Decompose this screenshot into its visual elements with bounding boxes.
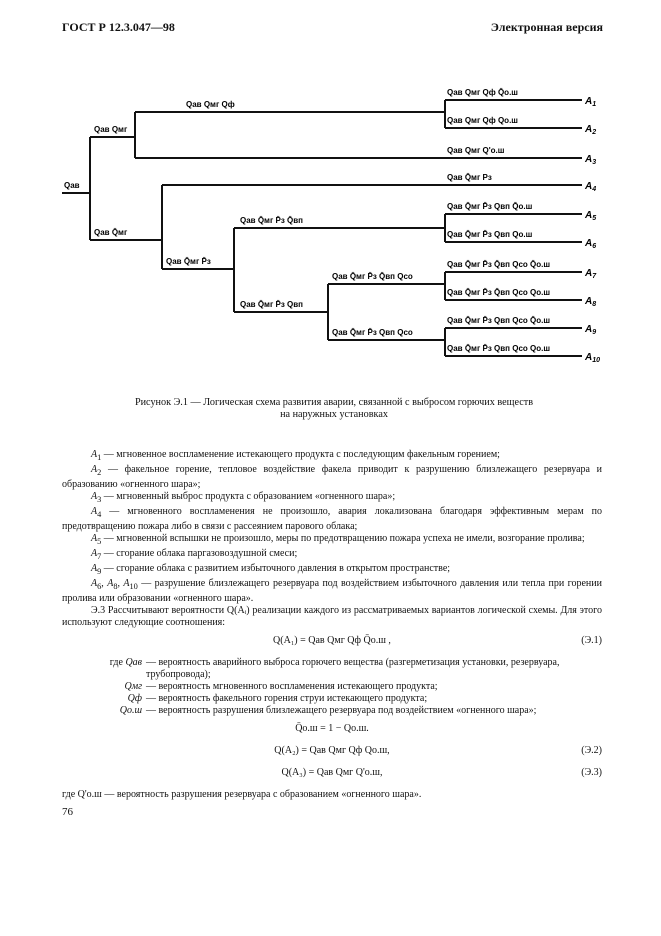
paragraph-a3: A3 — мгновенный выброс продукта с образо… <box>91 491 396 504</box>
caption-line-2: на наружных установках <box>280 409 388 420</box>
tree-lines <box>62 99 582 357</box>
leaf-label-a6: Qав Q̄мг P̄з Qвп Qо.ш <box>447 230 533 239</box>
paragraph-a9: A9 — сгорание облака с развитием избыточ… <box>91 563 451 576</box>
document-code: ГОСТ Р 12.3.047—98 <box>62 20 175 34</box>
leaf-label-a5: Qав Q̄мг P̄з Qвп Q̄о.ш <box>447 202 533 211</box>
leaf-id-a3: A3 <box>584 154 596 166</box>
leaf-label-a7: Qав Q̄мг P̄з Q̄вп Qсо Q̄о.ш <box>447 260 550 269</box>
paragraph-a6: A6, A8, A10 — разрушение близлежащего ре… <box>62 578 602 604</box>
paragraph-a2: A2 — факельное горение, тепловое воздейс… <box>62 464 603 490</box>
leaf-label-a1: Qав Qмг Qф Q̄о.ш <box>447 88 518 97</box>
leaf-label-a10: Qав Q̄мг P̄з Qвп Qсо Qо.ш <box>447 344 550 353</box>
formula-e2: Q(A₂) = Qав Qмг Qф Qо.ш, (Э.2) <box>274 745 602 756</box>
node-label-n6: Qав Q̄мг P̄з Qвп <box>240 300 303 309</box>
edition-label: Электронная версия <box>490 20 603 34</box>
leaf-id-a10: A10 <box>584 352 600 364</box>
formula-e1: Q(A₁) = Qав Qмг Qф Q̄о.ш , (Э.1) <box>273 635 602 646</box>
leaf-label-a3: Qав Qмг Q'о.ш <box>447 146 505 155</box>
leaf-label-a9: Qав Q̄мг P̄з Qвп Qсо Q̄о.ш <box>447 316 550 325</box>
leaf-id-a5: A5 <box>584 210 596 222</box>
leaf-id-a7: A7 <box>584 268 597 280</box>
paragraph-e3: Э.3 Рассчитывают вероятности Q(Aᵢ) реали… <box>62 605 602 628</box>
leaf-id-a6: A6 <box>584 238 596 250</box>
paragraph-a4: A4 — мгновенного воспламенения не произо… <box>62 506 603 532</box>
caption-line-1: Рисунок Э.1 — Логическая схема развития … <box>134 397 534 408</box>
formula-e3: Q(A₃) = Qав Qмг Q'о.ш, (Э.3) <box>281 767 603 778</box>
definition-qav: где Qав— вероятность аварийного выброса … <box>109 657 560 680</box>
node-label-n2: Qав Q̄мг <box>94 228 128 237</box>
node-label-n1: Qав Qмг <box>94 125 128 134</box>
paragraph-a1: A1 — мгновенное воспламенение истекающег… <box>91 449 500 462</box>
leaf-label-a2: Qав Qмг Qф Qо.ш <box>447 116 518 125</box>
node-label-n4: Qав Q̄мг P̄з <box>166 257 211 266</box>
figure-caption: Рисунок Э.1 — Логическая схема развития … <box>60 397 608 421</box>
event-tree-diagram: Qав Qав Qмг Qав Q̄мг Qав Qмг Qф Qав Q̄мг… <box>62 88 600 364</box>
page-number: 76 <box>62 806 73 818</box>
node-label-root: Qав <box>64 181 80 190</box>
leaf-id-a8: A8 <box>584 296 596 308</box>
node-label-n8: Qав Q̄мг P̄з Qвп Qсо <box>332 328 413 337</box>
definition-qosh: Qо.ш— вероятность разрушения близлежащег… <box>119 705 537 716</box>
node-label-n5: Qав Q̄мг P̄з Q̄вп <box>240 216 303 225</box>
node-label-n3: Qав Qмг Qф <box>186 100 235 109</box>
paragraph-a7: A7 — сгорание облака паргазовоздушной см… <box>91 548 298 561</box>
leaf-id-a9: A9 <box>584 324 596 336</box>
body-text: A1 — мгновенное воспламенение истекающег… <box>62 449 602 801</box>
definition-qf: Qф— вероятность факельного горения струи… <box>127 693 428 704</box>
leaf-label-a4: Qав Q̄мг Pз <box>447 173 492 182</box>
definition-qmg: Qмг— вероятность мгновенного воспламенен… <box>124 681 438 692</box>
node-label-n7: Qав Q̄мг P̄з Q̄вп Qсо <box>332 272 413 281</box>
leaf-id-a4: A4 <box>584 181 596 193</box>
formula-complement: Q̄о.ш = 1 − Qо.ш. <box>295 723 369 734</box>
leaf-id-a1: A1 <box>584 96 596 108</box>
leaf-id-a2: A2 <box>584 124 596 136</box>
paragraph-a5: A5 — мгновенной вспышки не произошло, ме… <box>91 533 585 546</box>
leaf-label-a8: Qав Q̄мг P̄з Q̄вп Qсо Qо.ш <box>447 288 550 297</box>
definition-q-prime: где Q'о.ш — вероятность разрушения резер… <box>62 789 422 800</box>
